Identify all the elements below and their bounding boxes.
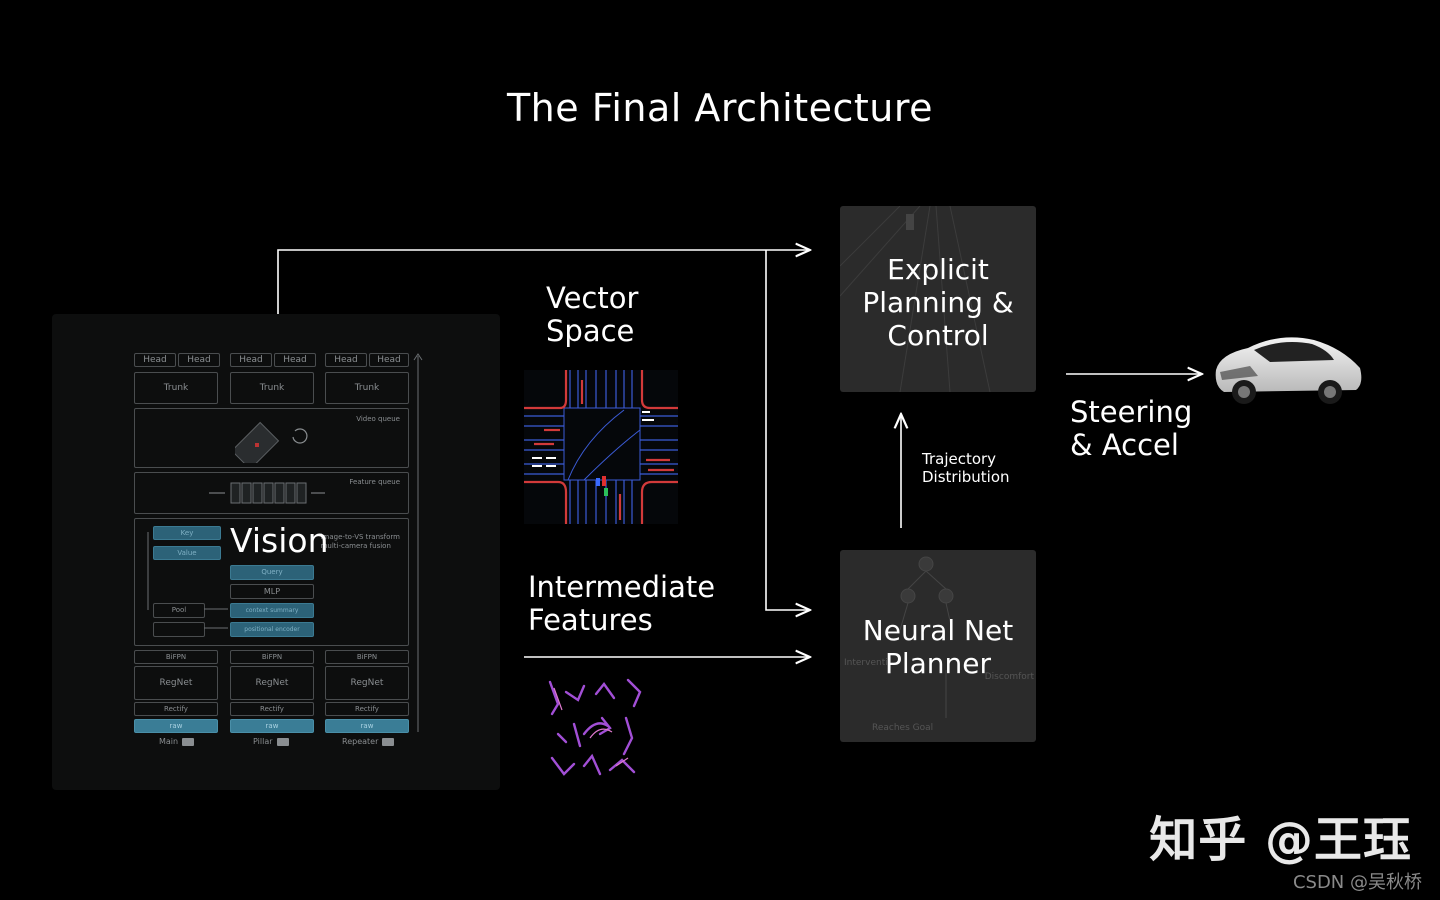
car-image: [1215, 337, 1362, 404]
camera-icon: [382, 737, 395, 746]
head-box: Head: [178, 353, 220, 367]
vector-space-label: Vector Space: [546, 281, 639, 348]
vision-panel: Head Head Head Head Head Head Trunk Trun…: [52, 314, 500, 790]
neural-net-planner-text: Neural Net Planner: [862, 614, 1014, 680]
search-tree-background-image: [899, 556, 954, 718]
query-box: Query: [230, 565, 314, 580]
intervention-label: Interventi: [844, 658, 888, 668]
trunk-box: Trunk: [230, 372, 314, 404]
head-box: Head: [369, 353, 409, 367]
rectify-box: Rectify: [325, 702, 409, 716]
regnet-box: RegNet: [134, 666, 218, 700]
bifpn-box: BiFPN: [230, 650, 314, 664]
mlp-box: MLP: [230, 584, 314, 599]
head-box: Head: [325, 353, 367, 367]
explicit-planning-text: Explicit Planning & Control: [862, 253, 1014, 352]
camera-icon: [276, 737, 289, 746]
feature-queue-label: Feature queue: [349, 478, 400, 486]
vector-space-map-image: [524, 370, 678, 524]
raw-box: raw: [134, 719, 218, 733]
head-box: Head: [134, 353, 176, 367]
bifpn-box: BiFPN: [134, 650, 218, 664]
zhihu-watermark: 知乎 @王珏: [1149, 812, 1412, 868]
fusion-block: image-to-VS transform multi-camera fusio…: [134, 518, 409, 646]
steering-accel-label: Steering & Accel: [1070, 395, 1193, 462]
vector-to-neural-arrow: [765, 250, 810, 610]
bifpn-box: BiFPN: [325, 650, 409, 664]
head-box: Head: [274, 353, 316, 367]
rectify-box: Rectify: [230, 702, 314, 716]
vision-to-explicit-arrow: [277, 250, 810, 318]
intermediate-features-label: Intermediate Features: [528, 570, 716, 637]
feature-queue-box: Feature queue: [134, 472, 409, 514]
reaches-goal-label: Reaches Goal: [872, 723, 934, 733]
video-queue-box: Video queue: [134, 408, 409, 468]
raw-box: raw: [325, 719, 409, 733]
neural-net-planner-card: Interventi Discomfort Reaches Goal Neura…: [840, 550, 1036, 742]
transform-label: image-to-VS transform multi-camera fusio…: [320, 533, 400, 550]
camera-repeater: Repeater: [342, 737, 395, 746]
camera-pillar: Pillar: [253, 737, 289, 746]
regnet-box: RegNet: [325, 666, 409, 700]
pool-box: Pool: [153, 603, 205, 618]
road-background-image: [840, 206, 991, 392]
vision-side-lines: [147, 353, 423, 732]
csdn-watermark: CSDN @吴秋桥: [1292, 872, 1422, 893]
context-summary-box: context summary: [230, 603, 314, 618]
raw-box: raw: [230, 719, 314, 733]
page-title: The Final Architecture: [506, 86, 934, 130]
trajectory-distribution-label: Trajectory Distribution: [922, 450, 1010, 486]
head-box: Head: [230, 353, 272, 367]
explicit-planning-card: Explicit Planning & Control: [840, 206, 1036, 392]
feature-queue-icon: [209, 482, 325, 504]
regnet-box: RegNet: [230, 666, 314, 700]
positional-encoder-box: positional encoder: [230, 622, 314, 637]
trunk-box: Trunk: [134, 372, 218, 404]
rectify-box: Rectify: [134, 702, 218, 716]
discomfort-label: Discomfort: [984, 672, 1034, 682]
trunk-box: Trunk: [325, 372, 409, 404]
empty-box: [153, 622, 205, 637]
intermediate-features-image: [548, 678, 642, 776]
camera-main: Main: [159, 737, 195, 746]
camera-icon: [182, 737, 195, 746]
car-queue-icon: [235, 421, 308, 463]
vision-label: Vision: [230, 521, 329, 560]
value-box: Value: [153, 546, 221, 560]
video-queue-label: Video queue: [356, 415, 400, 423]
key-box: Key: [153, 526, 221, 540]
